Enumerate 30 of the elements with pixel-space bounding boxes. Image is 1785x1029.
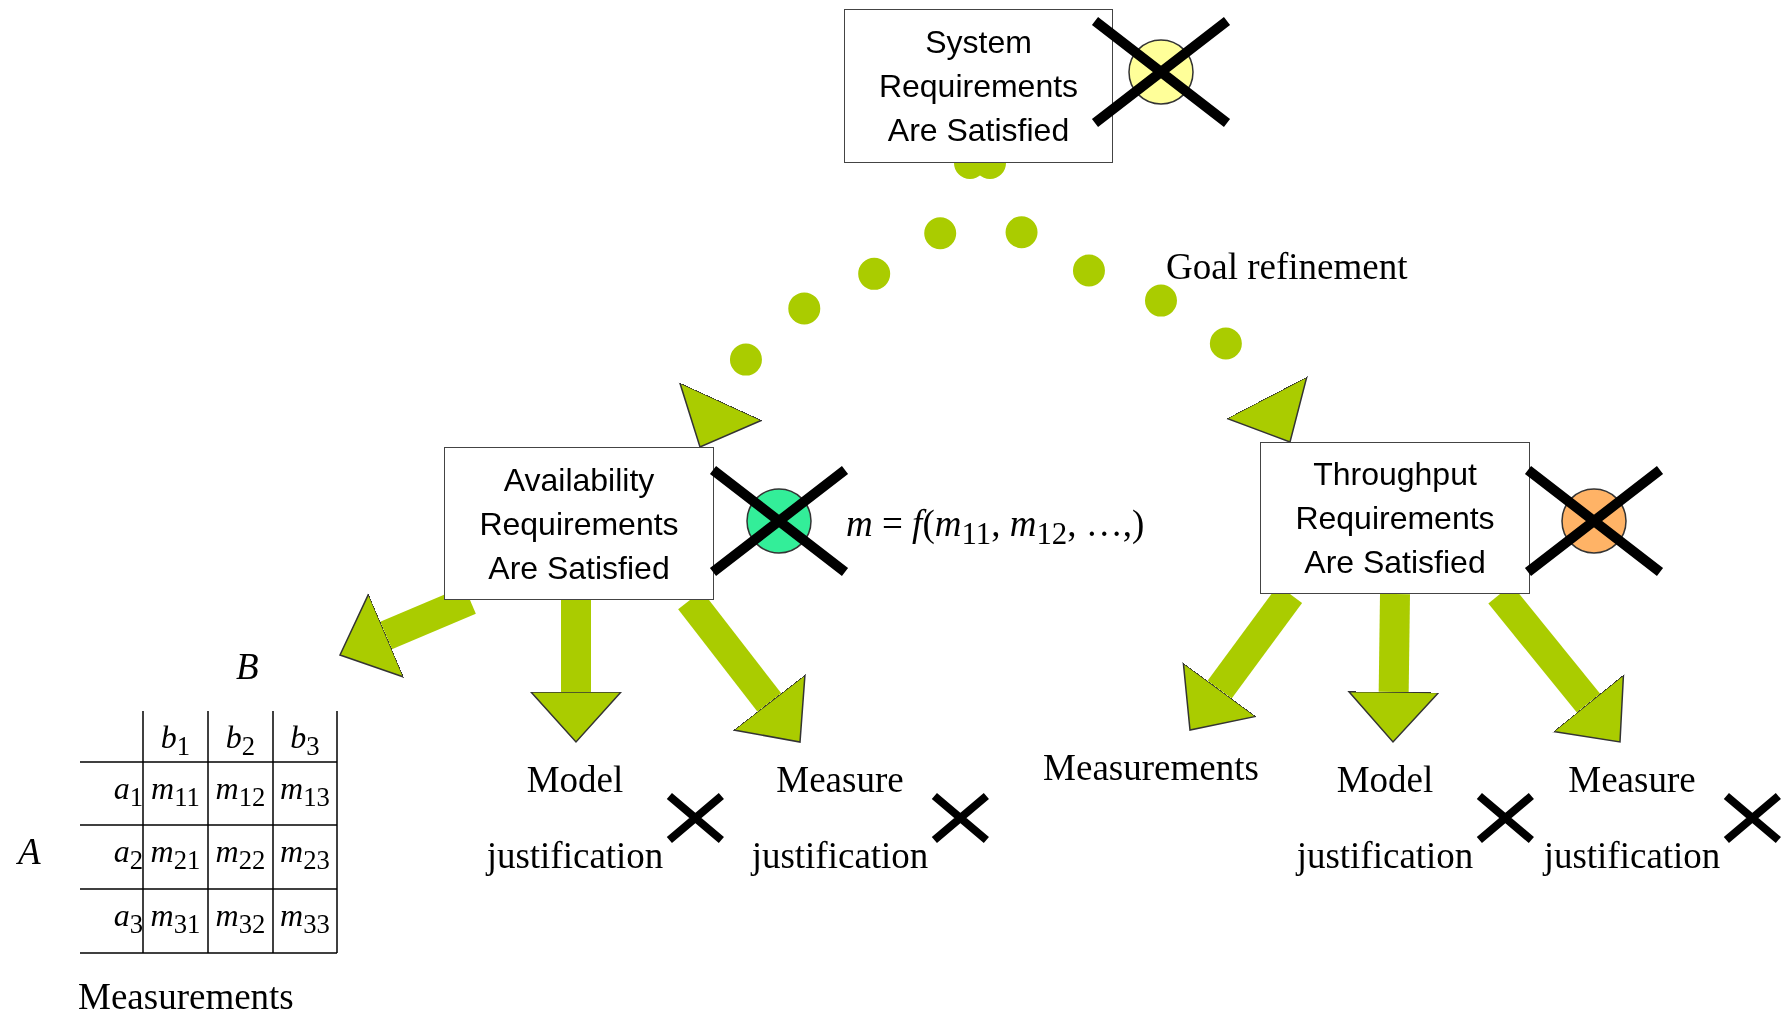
table-cell-text: m$_{13}$ <box>279 770 331 814</box>
justification-text: Model justification <box>1296 742 1474 894</box>
goal-box: System Requirements Are Satisfied <box>844 9 1113 163</box>
table-cell-text: m$_{22}$ <box>214 833 267 877</box>
annotation-text: Goal refinement <box>1166 245 1408 288</box>
table-cell-text: m$_{33}$ <box>279 897 331 941</box>
justification-text: Measure justification <box>751 742 929 894</box>
goal-box: Throughput Requirements Are Satisfied <box>1260 442 1530 594</box>
table-cell-text: m$_{11}$ <box>150 770 201 814</box>
table-cell-text: b$_{3}$ <box>289 719 321 763</box>
goal-box: Availability Requirements Are Satisfied <box>444 447 714 600</box>
table-cell-text: m$_{23}$ <box>279 833 331 877</box>
axis-letter: B <box>236 645 259 688</box>
justification-text: Model justification <box>486 742 664 894</box>
table-cell-text: m$_{32}$ <box>214 897 267 941</box>
block-arrow <box>530 600 622 743</box>
justification-text: Measure justification <box>1543 742 1721 894</box>
table-cell-text: a$_{3}$ <box>112 897 143 941</box>
table-cell-text: b$_{1}$ <box>159 719 192 763</box>
measurements-text: Measurements <box>78 975 294 1018</box>
measurements-text: Measurements <box>1043 730 1259 806</box>
table-cell-text: a$_{1}$ <box>112 770 143 814</box>
table-cell-text: b$_{2}$ <box>224 719 257 763</box>
formula-text: m = f(m$_{11}$, m$_{12}$, …,) <box>846 502 1145 553</box>
axis-letter: A <box>18 830 41 873</box>
table-cell-text: m$_{31}$ <box>149 897 202 941</box>
table-cell-text: a$_{2}$ <box>112 833 143 877</box>
block-arrow <box>1347 593 1440 743</box>
table-cell-text: m$_{21}$ <box>149 833 202 877</box>
table-cell-text: m$_{12}$ <box>214 770 267 814</box>
